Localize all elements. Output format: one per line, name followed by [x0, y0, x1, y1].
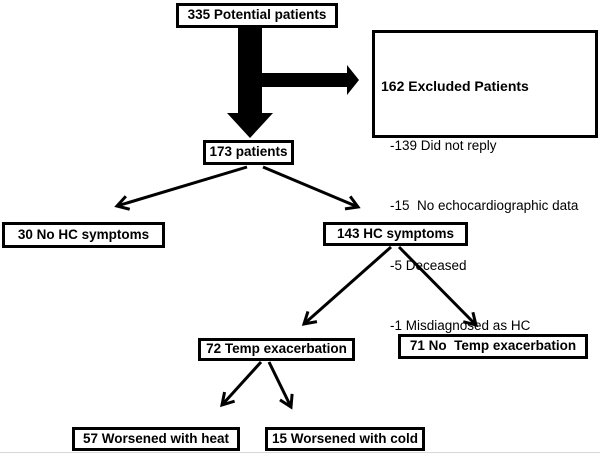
node-label: 71 No Temp exacerbation — [409, 338, 577, 354]
node-label: 72 Temp exacerbation — [206, 341, 347, 357]
excluded-item: -139 Did not reply — [390, 138, 497, 153]
thick-arrow-down — [227, 27, 273, 138]
node-worsened-with-heat: 57 Worsened with heat — [72, 427, 240, 451]
node-temp-exacerbation: 72 Temp exacerbation — [198, 338, 355, 361]
node-label: 30 No HC symptoms — [17, 226, 150, 242]
node-no-hc-symptoms: 30 No HC symptoms — [2, 222, 165, 248]
node-excluded-patients: 162 Excluded Patients -139 Did not reply… — [372, 30, 598, 333]
excluded-item: -15 No echocardiographic data — [390, 198, 579, 213]
node-potential-patients: 335 Potential patients — [176, 3, 338, 28]
node-label: 335 Potential patients — [187, 7, 327, 23]
arrow-hc-to-no-temp — [397, 245, 476, 325]
node-worsened-with-cold: 15 Worsened with cold — [265, 427, 425, 451]
excluded-item: -1 Misdiagnosed as HC — [390, 318, 531, 333]
arrow-temp-to-cold — [267, 361, 291, 407]
arrow-hc-to-temp — [304, 245, 392, 324]
node-hc-symptoms: 143 HC symptoms — [323, 222, 468, 246]
thick-arrow-right — [262, 65, 359, 95]
arrow-patients-to-hc — [262, 165, 358, 207]
excluded-item: -5 Deceased — [390, 258, 467, 273]
node-173-patients: 173 patients — [203, 140, 294, 165]
node-label: 143 HC symptoms — [336, 225, 455, 241]
node-label: 15 Worsened with cold — [271, 430, 419, 446]
arrow-patients-to-no-hc — [117, 165, 248, 206]
arrow-temp-to-heat — [222, 360, 263, 405]
node-label: 57 Worsened with heat — [82, 430, 230, 446]
node-no-temp-exacerbation: 71 No Temp exacerbation — [398, 334, 588, 359]
excluded-title: 162 Excluded Patients — [381, 78, 529, 94]
node-label: 173 patients — [209, 144, 288, 160]
